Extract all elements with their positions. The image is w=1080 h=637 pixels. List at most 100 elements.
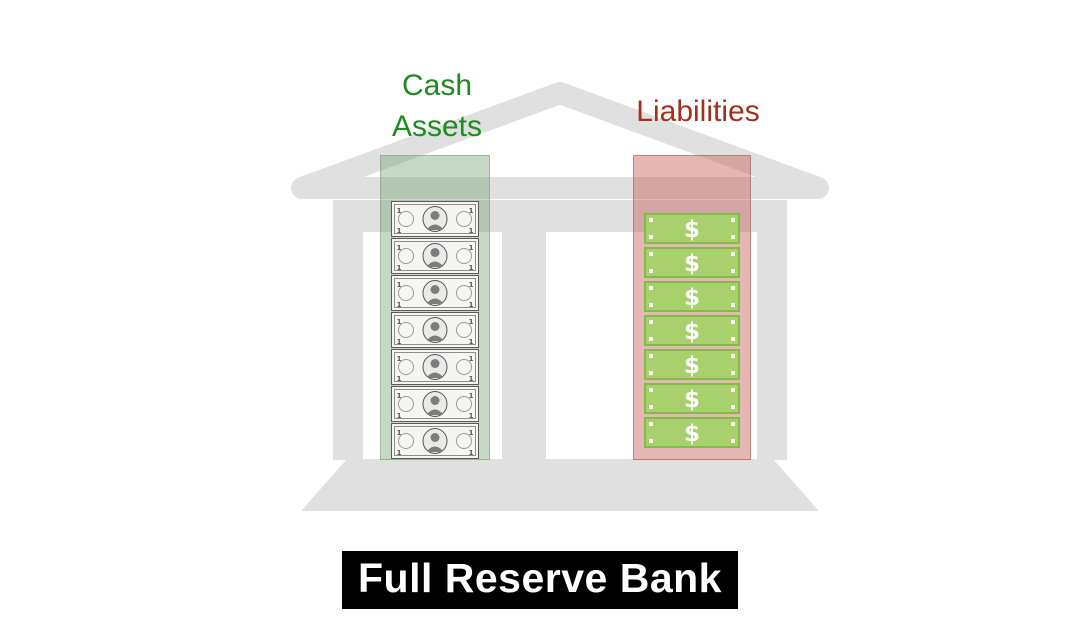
note-corner-square-br <box>731 337 735 341</box>
note-corner-square-br <box>731 269 735 273</box>
bill-portrait-shoulders <box>427 409 443 415</box>
dollar-bill: 1 1 1 1 <box>391 386 479 422</box>
note-corner-square-tr <box>731 218 735 222</box>
note-corner-square-tl <box>649 354 653 358</box>
bill-denomination-top-left: 1 <box>397 207 402 215</box>
dollar-sign-icon: $ <box>684 353 700 379</box>
dollar-bill: 1 1 1 1 <box>391 423 479 459</box>
bill-portrait-shoulders <box>427 298 443 304</box>
bill-left-seal <box>398 359 414 375</box>
deposit-note: $ <box>644 247 740 278</box>
bill-denomination-bottom-right: 1 <box>469 301 474 309</box>
note-body <box>644 315 740 346</box>
dollar-bill: 1 1 1 1 <box>391 312 479 348</box>
bill-denomination-top-left: 1 <box>397 392 402 400</box>
bill-portrait-head <box>430 285 440 294</box>
bill-denomination-bottom-left: 1 <box>397 301 402 309</box>
deposit-note: $ <box>644 213 740 244</box>
bank-column-center <box>502 232 546 460</box>
bill-stack: 1 1 1 1 1 1 1 1 <box>381 201 489 459</box>
bill-denomination-bottom-right: 1 <box>469 338 474 346</box>
note-corner-square-bl <box>649 269 653 273</box>
note-corner-square-br <box>731 405 735 409</box>
deposit-note: $ <box>644 417 740 448</box>
note-corner-square-tl <box>649 252 653 256</box>
bank-pediment <box>291 82 829 199</box>
bill-portrait-shoulders <box>427 335 443 341</box>
bill-portrait-head <box>430 211 440 220</box>
bill-portrait-head <box>430 359 440 368</box>
bill-left-seal <box>398 248 414 264</box>
bill-portrait-head <box>430 322 440 331</box>
bill-left-seal <box>398 433 414 449</box>
note-corner-square-tr <box>731 388 735 392</box>
liabilities-label: Liabilities <box>636 95 760 128</box>
note-body <box>644 281 740 312</box>
bill-right-seal <box>456 359 472 375</box>
bill-inner-border <box>394 426 476 456</box>
bill-denomination-bottom-right: 1 <box>469 375 474 383</box>
bill-portrait-shoulders <box>427 446 443 452</box>
title-banner: Full Reserve Bank <box>342 551 738 609</box>
note-corner-square-br <box>731 371 735 375</box>
note-corner-square-tl <box>649 388 653 392</box>
bill-denomination-top-left: 1 <box>397 355 402 363</box>
liabilities-column: $ $ $ <box>633 155 751 460</box>
bill-left-seal <box>398 285 414 301</box>
bill-inner-border <box>394 204 476 234</box>
deposit-note: $ <box>644 315 740 346</box>
bill-left-seal <box>398 211 414 227</box>
note-corner-square-bl <box>649 371 653 375</box>
deposit-note: $ <box>644 281 740 312</box>
note-body <box>644 247 740 278</box>
bill-portrait-head <box>430 248 440 257</box>
bill-denomination-top-right: 1 <box>469 318 474 326</box>
note-corner-square-tl <box>649 320 653 324</box>
bill-denomination-top-right: 1 <box>469 392 474 400</box>
bill-denomination-bottom-right: 1 <box>469 264 474 272</box>
note-corner-square-bl <box>649 235 653 239</box>
bill-portrait-shoulders <box>427 224 443 230</box>
bill-right-seal <box>456 433 472 449</box>
bill-denomination-bottom-left: 1 <box>397 375 402 383</box>
note-corner-square-bl <box>649 439 653 443</box>
note-body <box>644 213 740 244</box>
dollar-sign-icon: $ <box>684 319 700 345</box>
deposit-note: $ <box>644 383 740 414</box>
bill-denomination-bottom-left: 1 <box>397 264 402 272</box>
note-corner-square-tr <box>731 354 735 358</box>
bill-denomination-bottom-right: 1 <box>469 412 474 420</box>
bill-inner-border <box>394 278 476 308</box>
dollar-sign-icon: $ <box>684 387 700 413</box>
bill-denomination-top-left: 1 <box>397 244 402 252</box>
bill-denomination-top-right: 1 <box>469 281 474 289</box>
assets-column: 1 1 1 1 1 1 1 1 <box>380 155 490 460</box>
note-body <box>644 383 740 414</box>
note-corner-square-br <box>731 303 735 307</box>
bill-inner-border <box>394 315 476 345</box>
note-corner-square-br <box>731 235 735 239</box>
note-stack: $ $ $ <box>634 213 750 448</box>
bill-portrait-shoulders <box>427 261 443 267</box>
bill-portrait-head <box>430 433 440 442</box>
bill-denomination-top-right: 1 <box>469 429 474 437</box>
bill-denomination-bottom-left: 1 <box>397 338 402 346</box>
note-corner-square-tr <box>731 422 735 426</box>
dollar-sign-icon: $ <box>684 251 700 277</box>
dollar-bill: 1 1 1 1 <box>391 275 479 311</box>
bill-denomination-bottom-right: 1 <box>469 227 474 235</box>
dollar-bill: 1 1 1 1 <box>391 349 479 385</box>
note-corner-square-bl <box>649 337 653 341</box>
bill-right-seal <box>456 322 472 338</box>
title-text: Full Reserve Bank <box>358 555 722 601</box>
bill-denomination-top-right: 1 <box>469 244 474 252</box>
bill-right-seal <box>456 211 472 227</box>
bill-denomination-bottom-right: 1 <box>469 449 474 457</box>
note-body <box>644 349 740 380</box>
note-body <box>644 417 740 448</box>
bill-denomination-top-left: 1 <box>397 281 402 289</box>
bill-denomination-top-right: 1 <box>469 355 474 363</box>
bank-base-steps <box>301 459 819 511</box>
